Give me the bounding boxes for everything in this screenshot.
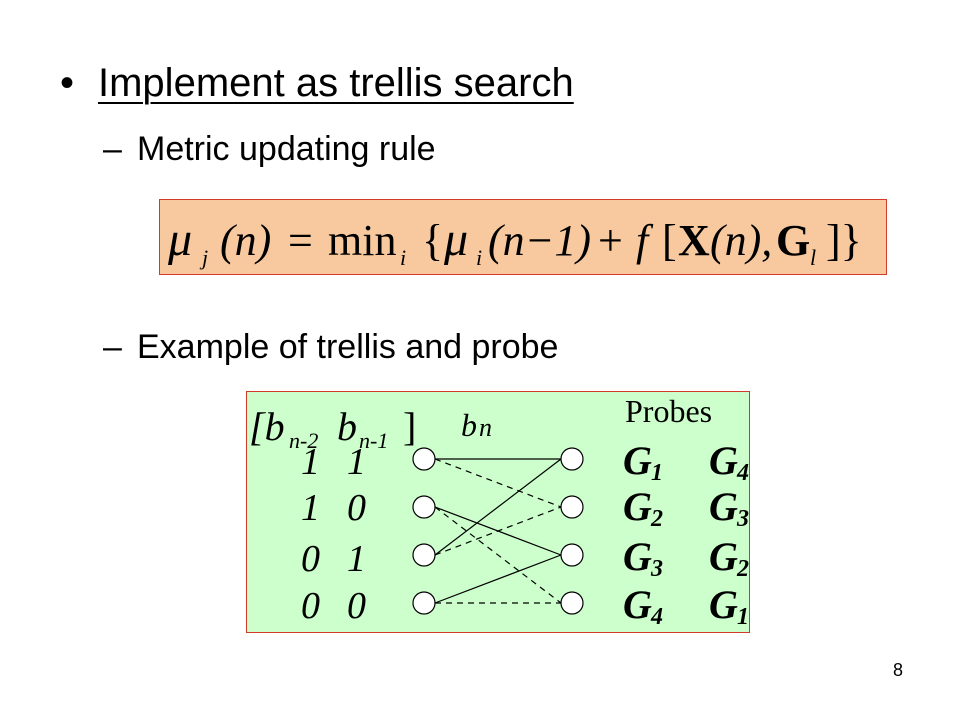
formula-f: f	[636, 216, 654, 265]
probe-col2-row3-sub: 2	[736, 556, 749, 582]
formula-min: min	[328, 216, 396, 265]
header-open-b: [b	[249, 404, 285, 449]
formula-open-bracket: [	[662, 216, 677, 265]
sub-bullet-text: Metric updating rule	[137, 130, 436, 168]
formula-G: G	[776, 216, 810, 265]
formula-sub-j: j	[199, 245, 208, 270]
trellis-node-left	[412, 543, 436, 567]
slide-title: Implement as trellis search	[98, 61, 574, 105]
state-3-b1: 0	[301, 538, 320, 580]
page-number: 8	[893, 660, 904, 680]
trellis-branch-dashed	[434, 506, 562, 556]
probe-col1-row3-sub: 3	[650, 556, 663, 582]
state-1-b2: 1	[347, 441, 366, 483]
probe-col2-row1-sub: 4	[736, 460, 749, 486]
trellis-svg: [b n-2 b n-1 ] b n Probes 1 1 1 0 0 1 0 …	[249, 393, 749, 630]
sub-dash: –	[103, 328, 122, 366]
probe-col1-row1: G	[623, 438, 652, 483]
probe-col2-row4: G	[709, 582, 738, 627]
probe-col2-row1: G	[709, 438, 738, 483]
sub-bullet-metric-rule: –Metric updating rule	[103, 128, 436, 170]
probe-col2-row2-sub: 3	[736, 506, 749, 532]
trellis-node-left	[412, 495, 436, 519]
header-b2: b	[337, 404, 357, 449]
state-4-b2: 0	[347, 585, 366, 627]
trellis-diagram: [b n-2 b n-1 ] b n Probes 1 1 1 0 0 1 0 …	[246, 391, 750, 633]
sub-bullet-text: Example of trellis and probe	[137, 328, 559, 366]
probe-col1-row4-sub: 4	[650, 604, 663, 630]
formula-close: ]}	[826, 216, 862, 265]
formula-n-arg: (n)	[220, 216, 271, 265]
trellis-node-left	[412, 591, 436, 615]
probe-col1-row4: G	[623, 582, 652, 627]
bullet-dot: •	[60, 61, 75, 105]
header-sub-n2: n-2	[289, 428, 318, 453]
formula-sub-i2: i	[476, 245, 482, 270]
formula-mu-i: μ	[443, 213, 468, 266]
header-bn: b	[461, 407, 477, 443]
probes-title: Probes	[625, 393, 712, 429]
formula-equals: =	[288, 216, 313, 265]
trellis-node-right	[560, 591, 584, 615]
state-2-b1: 1	[301, 487, 320, 529]
trellis-branch-solid	[434, 554, 562, 604]
trellis-node-right	[560, 495, 584, 519]
metric-formula: μ j (n) = min i { μ i (n−1) + f [ X (n),…	[167, 213, 862, 270]
header-sub-n1: n-1	[359, 428, 388, 453]
trellis-branch-dashed	[434, 506, 562, 604]
formula-sub-l: l	[810, 245, 816, 270]
header-bn-sub: n	[479, 413, 492, 442]
trellis-node-left	[412, 447, 436, 471]
state-1-b1: 1	[301, 441, 320, 483]
header-close: ]	[403, 404, 416, 449]
formula-sub-i: i	[400, 245, 406, 270]
formula-n-comma: (n),	[710, 216, 772, 265]
formula-X: X	[678, 216, 710, 265]
trellis-node-right	[560, 543, 584, 567]
probe-col2-row2: G	[709, 484, 738, 529]
formula-box: μ j (n) = min i { μ i (n−1) + f [ X (n),…	[159, 199, 887, 275]
trellis-node-right	[560, 447, 584, 471]
formula-n-minus-1: (n−1)	[488, 216, 591, 265]
state-4-b1: 0	[301, 585, 320, 627]
probe-col1-row2-sub: 2	[650, 506, 663, 532]
probe-col2-row4-sub: 1	[737, 604, 749, 630]
trellis-branch-dashed	[434, 458, 562, 508]
state-2-b2: 0	[347, 487, 366, 529]
probe-col1-row2: G	[623, 484, 652, 529]
sub-dash: –	[103, 130, 122, 168]
formula-mu-j: μ	[167, 213, 192, 266]
sub-bullet-trellis-example: –Example of trellis and probe	[103, 326, 558, 368]
probe-col1-row3: G	[623, 534, 652, 579]
trellis-branch-solid	[434, 458, 562, 556]
formula-plus: +	[598, 216, 623, 265]
state-3-b2: 1	[347, 538, 366, 580]
formula-open-brace: {	[422, 216, 443, 265]
probe-col1-row1-sub: 1	[651, 460, 663, 486]
probe-col2-row3: G	[709, 534, 738, 579]
